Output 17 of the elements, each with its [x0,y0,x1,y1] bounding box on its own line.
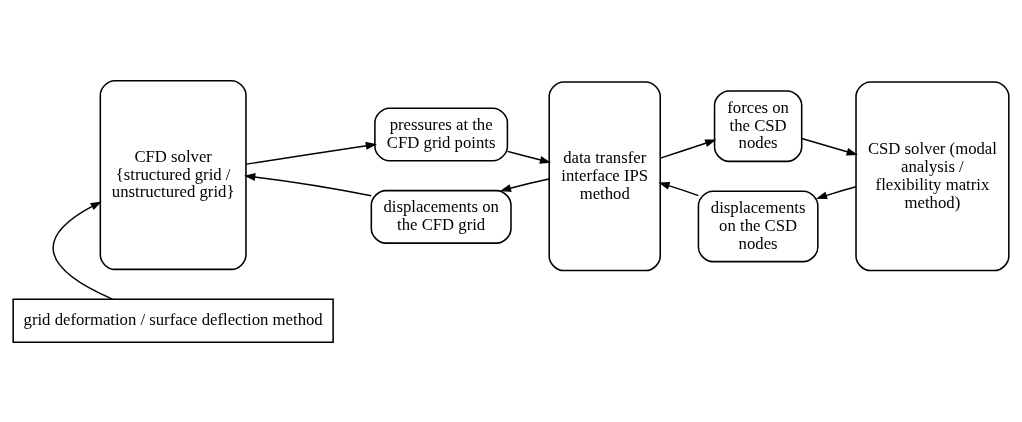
arrow [815,185,857,199]
node-box: forces on the CSD nodes [713,89,803,162]
arrow [801,137,858,155]
node-box: CFD solver {structured grid / unstructured grid} [99,79,247,270]
arrow [658,181,700,196]
node-box: grid deformation / surface deflection method [12,297,334,343]
arrow [499,177,550,192]
node-box: displacements on the CFD grid [370,189,512,244]
arrow [659,138,717,159]
node-box: CSD solver (modal analysis / flexibility matrix method) [855,80,1010,271]
arrow [52,200,114,300]
node-box: data transfer interface IPS method [548,80,661,271]
node-box: displacements on the CSD nodes [697,189,819,262]
arrow [244,172,372,196]
arrow [506,150,552,164]
arrow [245,141,377,165]
node-box: pressures at the CFD grid points [374,106,509,162]
